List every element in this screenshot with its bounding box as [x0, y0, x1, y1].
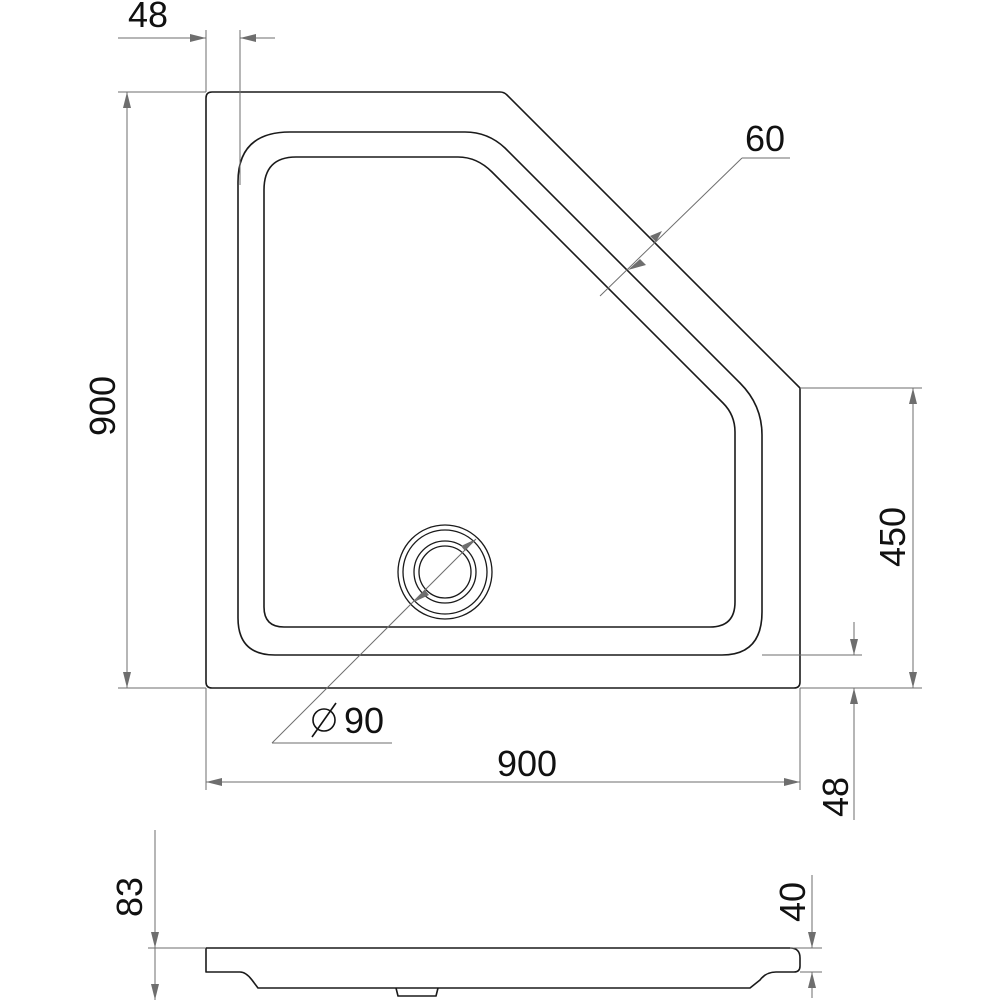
dim-side-length-right: 450 — [800, 387, 922, 689]
tray-side-view — [205, 947, 801, 997]
tray-plan-view — [205, 91, 801, 689]
dim-label-side-length: 450 — [872, 507, 913, 567]
tray-rim-inner-outline — [237, 131, 763, 656]
dim-tray-length-left: 900 — [82, 91, 206, 689]
dim-label-tray-width: 900 — [497, 743, 557, 784]
dim-diagonal-rim-width: 60 — [599, 118, 790, 297]
tray-outer-outline — [205, 91, 801, 689]
dim-rim-width-right: 48 — [762, 622, 862, 820]
dim-label-rim-edge-height: 40 — [772, 882, 813, 922]
drain-ring-outer — [397, 524, 493, 620]
dim-label-tray-length: 900 — [82, 376, 123, 436]
tray-basin-floor-outline — [263, 156, 736, 628]
dim-tray-total-height: 83 — [109, 830, 206, 1000]
dim-label-total-height: 83 — [109, 877, 150, 917]
side-view-drain — [395, 987, 439, 997]
dim-tray-width-bottom: 900 — [205, 688, 801, 790]
drain-ring-3 — [413, 540, 477, 604]
dim-label-rim-width-right: 48 — [815, 777, 856, 817]
dim-drain-diameter: 90 — [271, 538, 477, 744]
side-view-left-end — [205, 948, 240, 973]
side-view-top-edge — [206, 947, 801, 973]
drain-ring-2 — [402, 529, 488, 615]
drain-icon — [397, 524, 493, 620]
side-view-basin-profile — [239, 971, 794, 989]
dim-rim-edge-height: 40 — [772, 875, 822, 998]
dim-label-rim-width-top: 48 — [128, 0, 168, 35]
diameter-symbol-icon — [311, 702, 337, 738]
dim-label-drain-diameter: 90 — [344, 700, 384, 741]
dim-label-diagonal-rim: 60 — [745, 118, 785, 159]
drain-ring-inner — [418, 545, 472, 599]
dim-rim-width-top: 48 — [118, 0, 275, 185]
